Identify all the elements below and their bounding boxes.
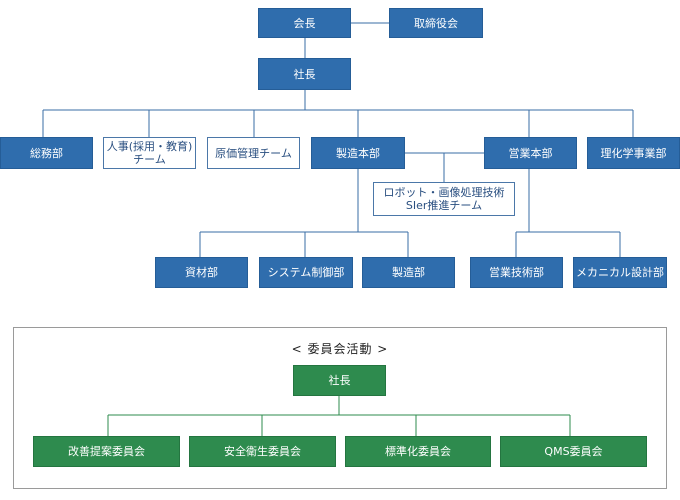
system-control-box: システム制御部: [259, 257, 353, 288]
general-affairs-box: 総務部: [0, 137, 93, 169]
mechanical-design-box: メカニカル設計部: [573, 257, 667, 288]
sales-tech-box: 営業技術部: [470, 257, 563, 288]
manufacturing-hq-box: 製造本部: [311, 137, 405, 169]
manufacturing-box: 製造部: [362, 257, 455, 288]
president-box: 社長: [258, 58, 351, 90]
standardization-committee-box: 標準化委員会: [345, 436, 491, 467]
materials-box: 資材部: [155, 257, 248, 288]
committee-president-box: 社長: [293, 365, 386, 396]
chairman-box: 会長: [258, 8, 351, 38]
committee-title: < 委員会活動 >: [291, 342, 389, 356]
board-box: 取締役会: [389, 8, 483, 38]
hr-team-box: 人事(採用・教育) チーム: [103, 137, 196, 169]
cost-management-box: 原価管理チーム: [207, 137, 300, 169]
robot-sier-team-box: ロボット・画像処理技術 SIer推進チーム: [373, 182, 515, 216]
safety-committee-box: 安全衛生委員会: [189, 436, 336, 467]
kaizen-committee-box: 改善提案委員会: [33, 436, 180, 467]
rikagaku-division-box: 理化学事業部: [587, 137, 680, 169]
sales-hq-box: 営業本部: [484, 137, 577, 169]
qms-committee-box: QMS委員会: [500, 436, 647, 467]
